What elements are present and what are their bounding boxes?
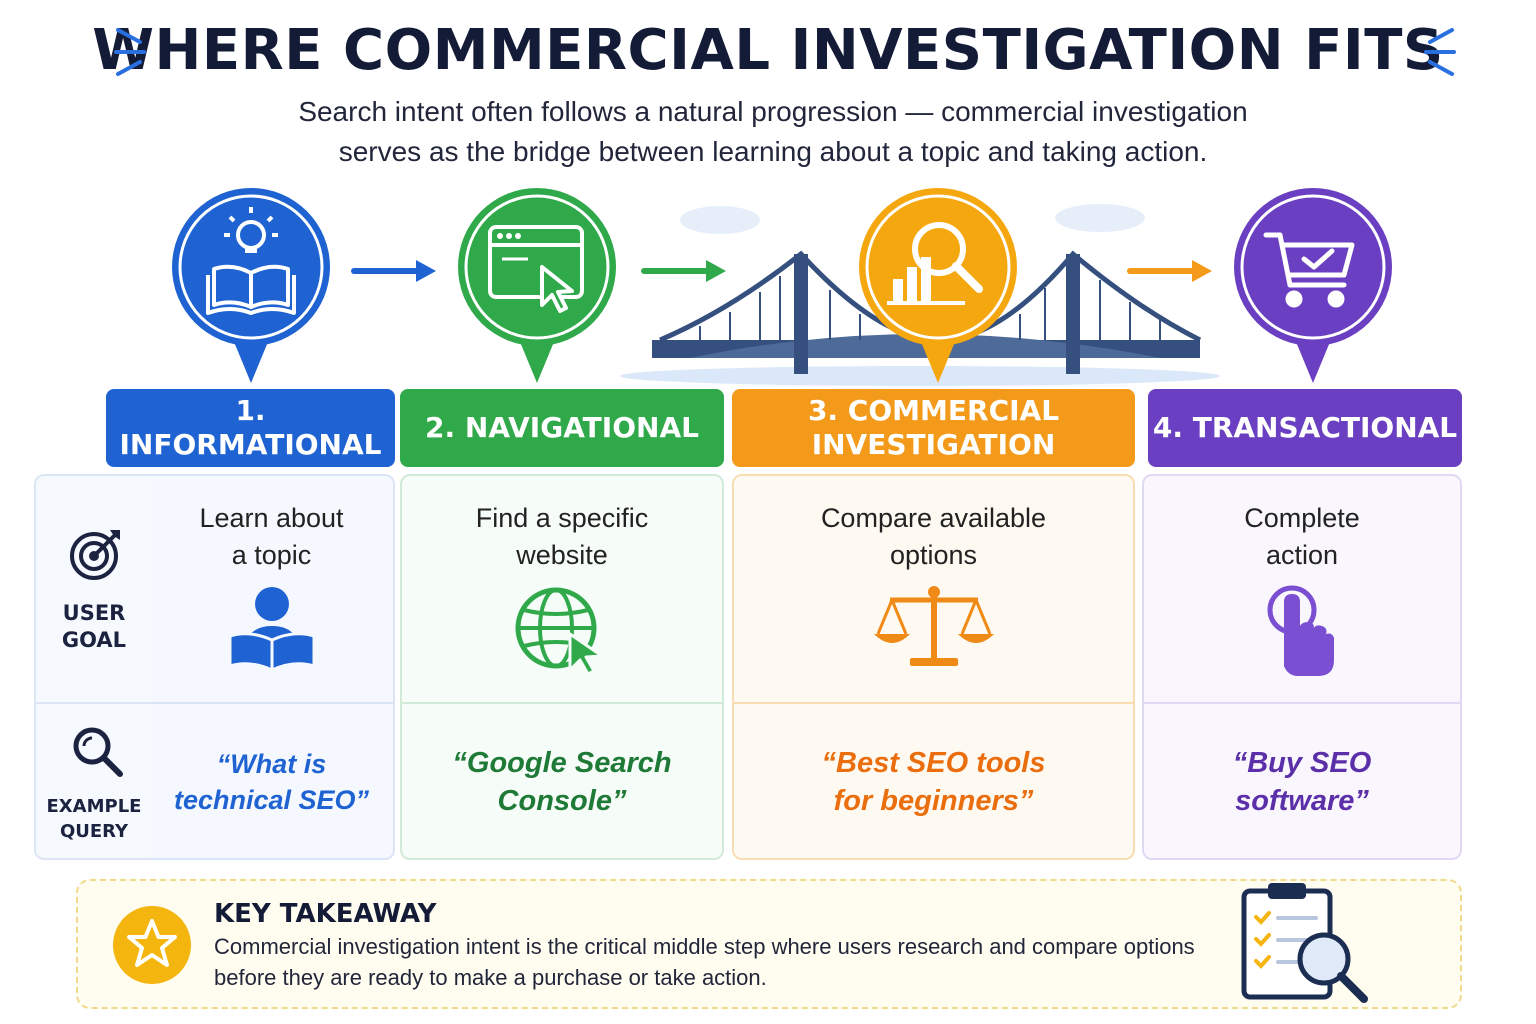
shopping-cart-check-icon [1263,232,1355,308]
row-label-example-query: EXAMPLE QUERY [46,796,142,842]
page-subtitle: Search intent often follows a natural pr… [298,96,1248,167]
checklist-magnifier-icon [1241,883,1368,1003]
title-accent-left-icon [114,28,146,76]
column-commercial-investigation: Compare available options “Best SEO tool… [732,474,1135,860]
goal-text: Find a specific website [475,503,649,570]
target-icon [70,530,120,580]
person-reading-icon [228,587,315,672]
pin-informational [172,188,330,383]
column-informational: Learn about a topic “What is technical S… [150,474,395,860]
goal-text: Learn about a topic [199,503,344,570]
row-labels: USER GOAL EXAMPLE QUERY [34,474,152,860]
title-accent-right-icon [1424,28,1456,76]
star-icon [113,906,191,984]
query-text: “What is technical SEO” [173,749,370,815]
takeaway-title: KEY TAKEAWAY [214,899,437,929]
query-text: “Buy SEO software” [1232,747,1372,817]
query-text: “Best SEO tools for beginners” [821,747,1046,817]
browser-cursor-icon [488,225,584,313]
globe-cursor-icon [515,587,604,674]
arrow-right-icon [641,260,726,282]
goal-text: Complete action [1244,503,1360,570]
column-navigational: Find a specific website “Google Search C… [400,474,724,860]
arrow-right-icon [351,260,436,282]
scales-icon [873,586,994,666]
pin-commercial-investigation [859,188,1017,383]
stage-header-commercial-investigation: 3. COMMERCIAL INVESTIGATION [732,389,1135,467]
pin-transactional [1234,188,1392,383]
tap-hand-icon [1267,585,1334,676]
pin-navigational [458,188,616,383]
stage-header-informational: 1. INFORMATIONAL [106,389,395,467]
magnifier-chart-icon [887,222,983,305]
page-title: WHERE COMMERCIAL INVESTIGATION FITS [92,18,1444,83]
column-transactional: Complete action “Buy SEO software” [1142,474,1462,860]
key-takeaway-box: KEY TAKEAWAY Commercial investigation in… [76,879,1462,1009]
takeaway-text: Commercial investigation intent is the c… [214,934,1195,990]
query-text: “Google Search Console” [452,747,672,817]
search-icon [73,727,123,777]
stage-header-transactional: 4. TRANSACTIONAL [1148,389,1462,467]
book-lightbulb-icon [206,207,296,315]
row-label-user-goal: USER GOAL [61,601,127,652]
stage-header-navigational: 2. NAVIGATIONAL [400,389,724,467]
goal-text: Compare available options [820,503,1047,570]
arrow-right-icon [1127,260,1212,282]
